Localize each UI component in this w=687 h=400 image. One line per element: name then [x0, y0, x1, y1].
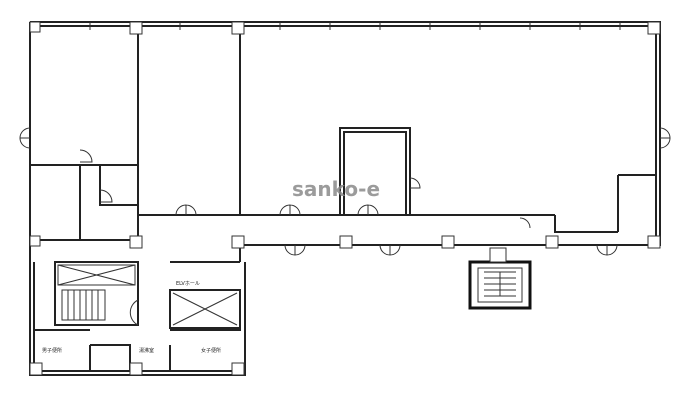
elv-hall-label: ELVホール: [176, 281, 200, 287]
watermark: sanko-e: [292, 177, 380, 201]
doors: [19, 127, 671, 326]
columns: [29, 21, 661, 376]
kitchenette-label: 湯沸室: [139, 347, 154, 354]
window-mullions: [89, 22, 621, 30]
womens-toilet-label: 女子便所: [201, 347, 221, 354]
stairs: [61, 289, 106, 321]
exterior-stair: [468, 247, 532, 310]
mens-toilet-label: 男子便所: [42, 347, 62, 354]
elevator-shafts: [57, 264, 238, 326]
